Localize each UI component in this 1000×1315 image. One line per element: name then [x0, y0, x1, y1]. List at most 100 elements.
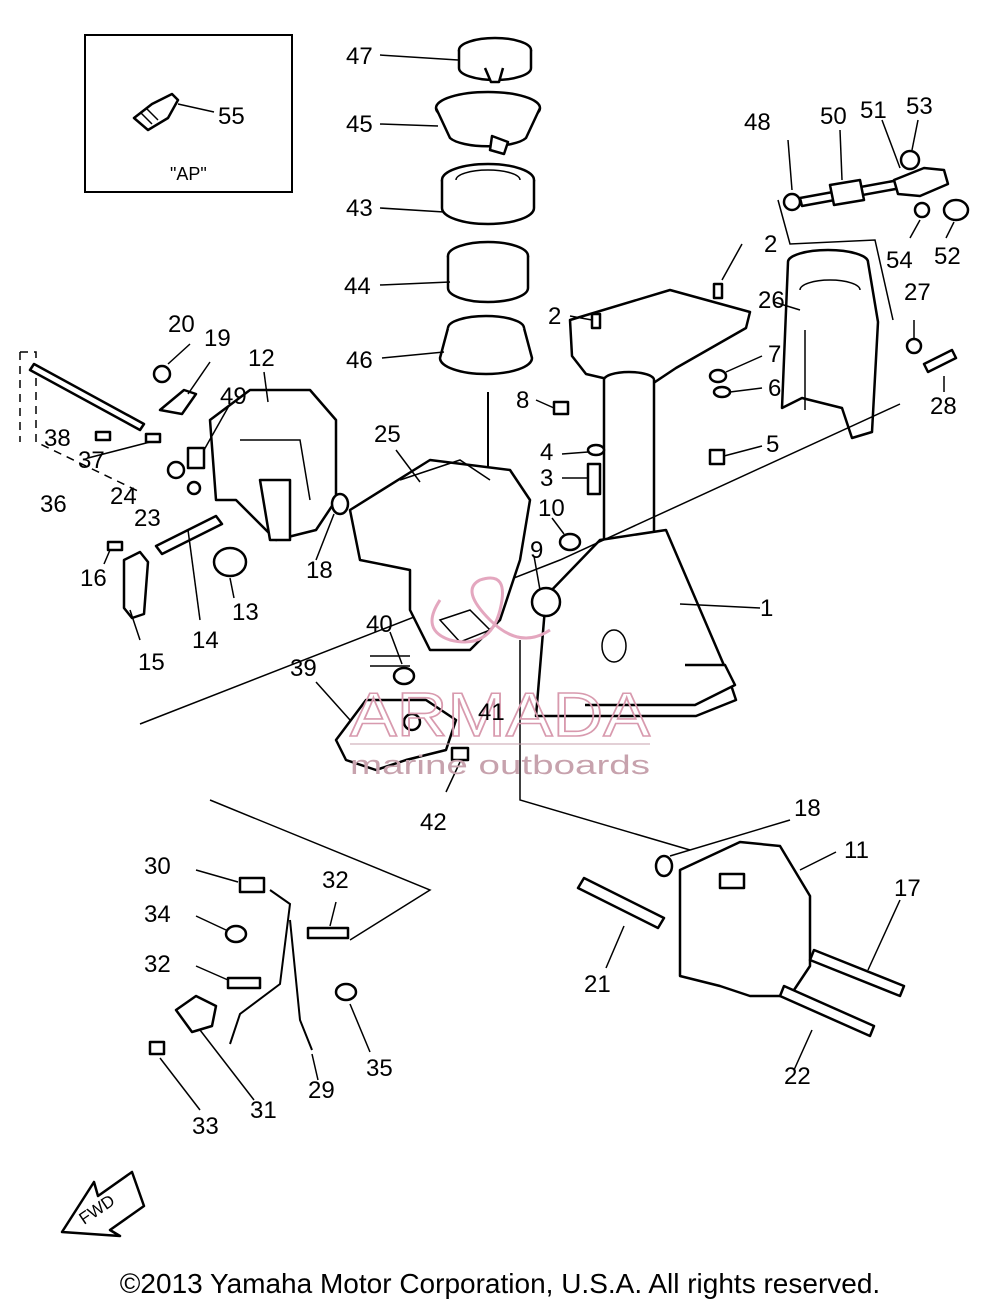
callout-12: 12	[248, 345, 275, 372]
part-51-bracket	[892, 166, 950, 198]
callout-18-a: 18	[306, 557, 333, 584]
ap-inset-box	[84, 34, 293, 193]
part-46-bushing	[438, 314, 534, 376]
part-31-bracket	[174, 994, 218, 1034]
callout-52: 52	[934, 243, 961, 270]
part-20-nut	[152, 364, 172, 384]
part-52-cap	[942, 198, 970, 222]
callout-7: 7	[768, 341, 781, 368]
callout-28: 28	[930, 393, 957, 420]
part-13-knob	[212, 546, 248, 578]
part-32-pin-a	[306, 926, 350, 940]
callout-39: 39	[290, 655, 317, 682]
callout-33: 33	[192, 1113, 219, 1140]
callout-6: 6	[768, 375, 781, 402]
callout-44: 44	[344, 273, 371, 300]
callout-24: 24	[110, 483, 137, 510]
watermark: ARMADA marine outboards	[349, 576, 652, 780]
part-9-damper	[530, 586, 562, 618]
part-35-spring	[334, 982, 358, 1002]
callout-37: 37	[78, 447, 105, 474]
fwd-arrow-icon: FWD	[60, 1170, 146, 1238]
part-7-nut	[708, 368, 728, 384]
callout-40: 40	[366, 611, 393, 638]
callout-32-b: 32	[144, 951, 171, 978]
part-22-bolt	[778, 984, 876, 1038]
callout-9: 9	[530, 537, 543, 564]
callout-2-a: 2	[764, 231, 777, 258]
copyright-notice: ©2013 Yamaha Motor Corporation, U.S.A. A…	[119, 1268, 881, 1299]
callout-26: 26	[758, 287, 785, 314]
watermark-brand: ARMADA	[350, 681, 651, 750]
part-45-mount	[434, 90, 542, 156]
callout-47: 47	[346, 43, 373, 70]
callout-14: 14	[192, 627, 219, 654]
part-5-bolt	[708, 448, 726, 466]
callout-11: 11	[844, 837, 869, 864]
callout-29: 29	[308, 1077, 335, 1104]
part-18-washer-a	[330, 492, 350, 516]
callout-48: 48	[744, 109, 771, 136]
part-16-pin	[106, 540, 124, 552]
part-43-mount	[440, 162, 536, 226]
callout-46: 46	[346, 347, 373, 374]
callout-38: 38	[44, 425, 71, 452]
part-18-washer-b	[654, 854, 674, 878]
callout-18-b: 18	[794, 795, 821, 822]
part-26-cover	[780, 248, 880, 440]
part-41-bushing	[402, 712, 422, 732]
part-36-tilt-rod	[28, 362, 146, 432]
part-24-nut	[166, 460, 186, 480]
part-17-bolt	[808, 948, 906, 998]
callout-45: 45	[346, 111, 373, 138]
callout-55: 55	[218, 103, 245, 130]
callout-54: 54	[886, 247, 913, 274]
callout-4: 4	[540, 439, 553, 466]
callout-51: 51	[860, 97, 887, 124]
callout-23: 23	[134, 505, 161, 532]
part-6-washer	[712, 385, 732, 399]
part-27-nut	[905, 337, 923, 355]
callout-21: 21	[584, 971, 611, 998]
part-21-tube	[576, 876, 666, 930]
part-2-pin-b	[590, 312, 602, 330]
part-8-nut	[552, 400, 570, 416]
callout-36: 36	[40, 491, 67, 518]
callout-42: 42	[420, 809, 447, 836]
part-10-grommet	[558, 532, 582, 552]
part-38-pin	[94, 430, 112, 442]
callout-17: 17	[894, 875, 921, 902]
part-39-tilt-lever	[334, 698, 458, 772]
part-32-pin-b	[226, 976, 262, 990]
part-3-bolt	[586, 462, 602, 496]
part-23-washer	[186, 480, 202, 496]
callout-31: 31	[250, 1097, 277, 1124]
part-19-clip	[158, 388, 198, 416]
callout-49: 49	[220, 383, 247, 410]
part-33-bolt	[148, 1040, 166, 1056]
part-50-rod	[798, 176, 914, 208]
part-49-spring	[186, 446, 206, 470]
part-34-spring	[224, 924, 248, 944]
part-47-ring	[457, 36, 533, 84]
callout-53: 53	[906, 93, 933, 120]
part-30-grip	[238, 876, 266, 894]
part-4-washer	[586, 443, 606, 457]
part-42-bolt	[450, 746, 470, 762]
callout-25: 25	[374, 421, 401, 448]
callout-43: 43	[346, 195, 373, 222]
watermark-tagline: marine outboards	[350, 750, 650, 780]
callout-10: 10	[538, 495, 565, 522]
part-53-nut	[899, 149, 921, 171]
callout-22: 22	[784, 1063, 811, 1090]
part-48-nut	[782, 192, 802, 212]
callout-34: 34	[144, 901, 171, 928]
part-37-pin	[144, 432, 162, 444]
part-44-bushing	[446, 240, 530, 304]
part-11-clamp-bracket	[678, 840, 812, 998]
callout-27: 27	[904, 279, 931, 306]
callout-32-a: 32	[322, 867, 349, 894]
part-40-spring	[392, 666, 416, 686]
callout-3: 3	[540, 465, 553, 492]
